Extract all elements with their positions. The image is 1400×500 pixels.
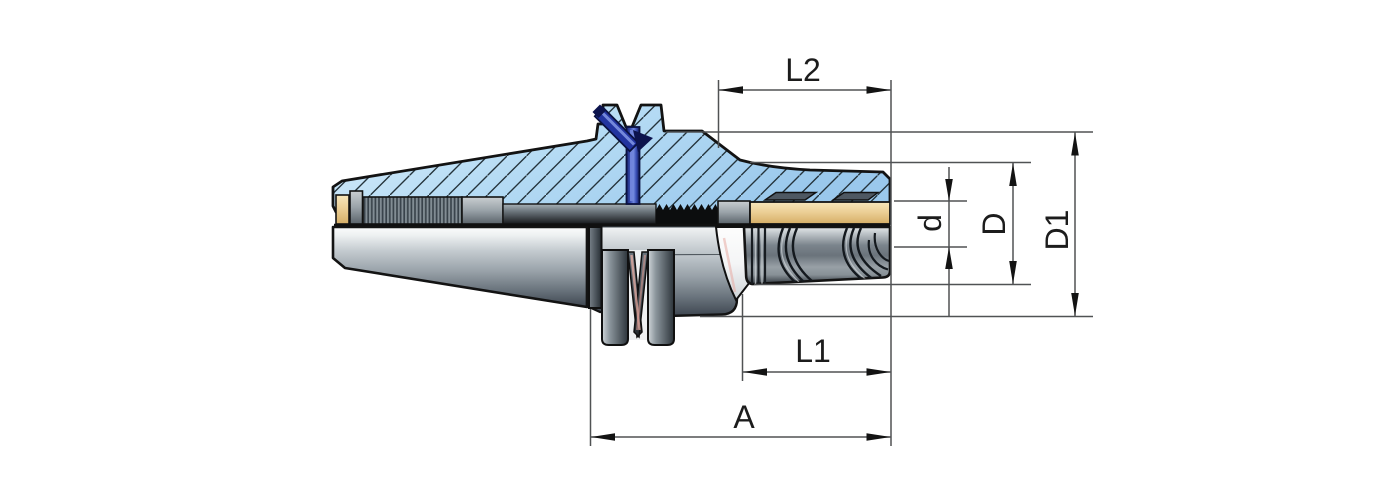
arrowhead-right — [866, 368, 891, 376]
arrowhead-top — [1009, 163, 1017, 186]
dimension-l1: L1 — [741, 294, 891, 381]
reflection-pink — [636, 254, 646, 331]
dimension-label-l2: L2 — [785, 52, 821, 88]
arrowhead-top — [1071, 132, 1079, 156]
arrowhead-right — [866, 433, 891, 441]
v-flange-rim-front — [601, 249, 629, 346]
cooling-slot — [762, 191, 819, 201]
coolant-channel — [592, 104, 653, 205]
dimensions: L2 d D D1 — [589, 52, 1093, 446]
bore-sleeve — [461, 196, 504, 225]
dimension-label-a: A — [733, 399, 755, 435]
coolant-port-cap — [592, 104, 606, 118]
reflection-pink — [722, 237, 737, 293]
dimension-d: d — [894, 167, 967, 316]
spacer-ring — [717, 200, 751, 225]
v-flange-rim-rear — [647, 249, 675, 346]
tool-shank-bore — [749, 201, 891, 225]
arrowhead-left — [591, 433, 615, 441]
tool-holder-cross-section-upper — [331, 103, 892, 225]
dimension-label-D1: D1 — [1039, 210, 1075, 251]
flange-face-plate — [588, 226, 603, 309]
taper-shank — [331, 225, 589, 309]
clamping-thread-section — [656, 204, 718, 224]
dimension-label-d: d — [912, 214, 948, 232]
dimension-label-l1: L1 — [795, 333, 831, 369]
dimension-D: D — [750, 161, 1031, 286]
nose-flutes — [750, 227, 890, 284]
tool-holder-external-lower — [331, 225, 892, 346]
cooling-slot — [830, 191, 881, 201]
dimension-a: A — [589, 309, 891, 446]
dimension-D1: D1 — [666, 131, 1093, 318]
pullstud-seat-insert — [335, 194, 350, 225]
arrowhead-left — [743, 368, 767, 376]
coolant-highlight — [598, 109, 636, 146]
arrowhead-bottom — [1071, 293, 1079, 316]
coolant-drill-tip — [633, 130, 653, 152]
internal-thread-section — [362, 196, 463, 225]
dimension-l2: L2 — [717, 52, 891, 148]
arrowhead-left — [719, 86, 743, 94]
arrowhead-bottom — [1009, 261, 1017, 284]
spacer-block — [349, 190, 364, 225]
dimension-label-D: D — [976, 212, 1012, 235]
arrowhead-right — [866, 86, 891, 94]
arrowhead-top — [945, 179, 953, 201]
center-bore-wall — [502, 203, 657, 225]
coolant-highlight — [630, 130, 634, 201]
arrowhead-bottom — [945, 247, 953, 269]
